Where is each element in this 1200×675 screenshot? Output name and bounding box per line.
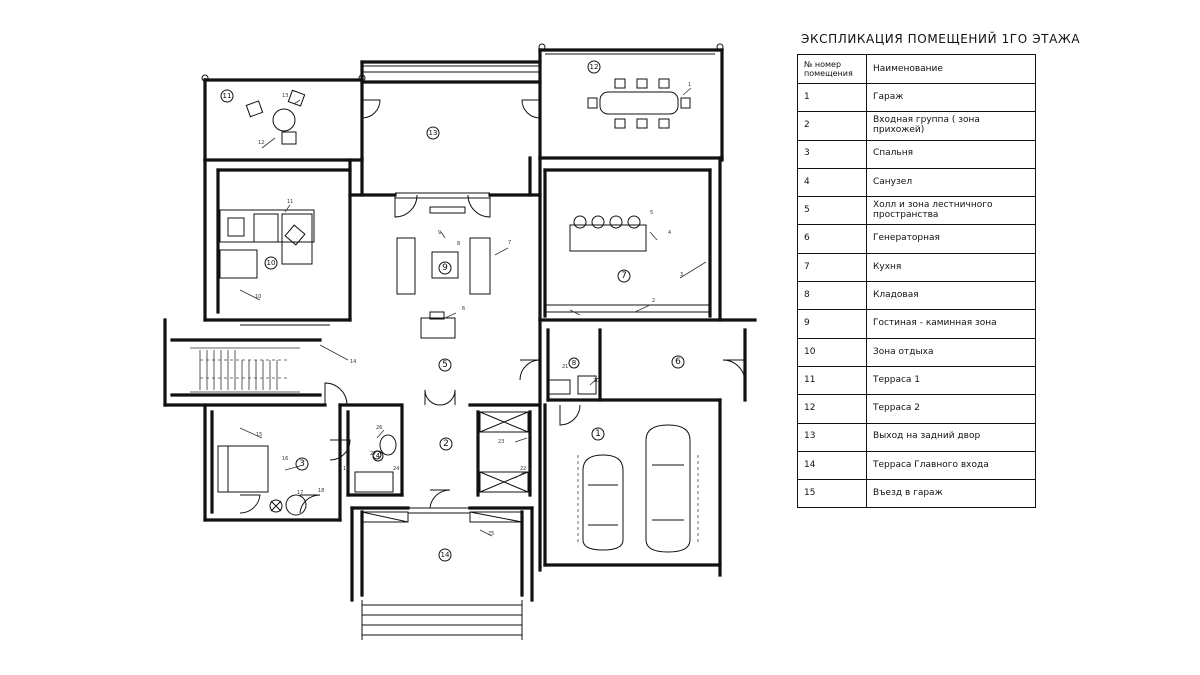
room-marker-8: 8 [572,359,576,367]
label-6: 6 [462,306,465,312]
label-25: 25 [488,531,494,537]
leader-lines: 13 12 1 11 10 9 8 7 6 5 4 3 2 14 15 16 1… [239,82,707,537]
label-11: 11 [287,199,293,205]
row-name: Терраса 2 [866,394,1036,424]
row-number: 13 [797,422,867,452]
row-number: 9 [797,309,867,339]
row-number: 5 [797,196,867,226]
room-marker-9: 9 [442,263,448,273]
row-number: 8 [797,281,867,311]
row-number: 7 [797,252,867,283]
label-22: 22 [520,466,526,472]
row-name: Санузел [866,167,1036,198]
room-marker-3: 3 [299,459,305,469]
row-name: Кладовая [866,281,1036,311]
label-4: 4 [668,230,671,236]
row-number: 6 [797,224,867,254]
row-number: 10 [797,337,867,367]
label-16: 16 [282,456,288,462]
room-marker-13: 13 [429,129,438,137]
room-marker-2: 2 [443,439,449,449]
row-name: Выход на задний двор [866,422,1036,452]
details [190,43,724,640]
header-name: Наименование [866,54,1036,84]
floor-plan: 13 12 1 11 10 9 8 7 6 5 4 3 2 14 15 16 1… [163,43,757,640]
row-number: 1 [797,82,867,113]
header-number: № номер помещения [797,54,867,84]
row-name: Кухня [866,252,1036,283]
room-marker-4: 4 [376,452,381,460]
row-name: Гостиная - каминная зона [866,309,1036,339]
label-15: 15 [256,432,262,438]
row-number: 4 [797,167,867,198]
label-26: 26 [376,425,382,431]
table-header: № номер помещения Наименование [797,54,1036,84]
label-12: 12 [258,140,264,146]
label-8: 8 [457,241,460,247]
label-5: 5 [650,210,653,216]
row-number: 11 [797,365,867,396]
row-name: Зона отдыха [866,337,1036,367]
label-14: 14 [350,359,356,365]
row-name: Холл и зона лестничного пространства [866,196,1036,226]
row-name: Терраса 1 [866,365,1036,396]
row-name: Въезд в гараж [866,479,1036,509]
room-marker-5: 5 [442,360,448,370]
doors [239,99,746,514]
room-marker-1: 1 [595,429,601,439]
room-marker-12: 12 [590,63,599,71]
label-20: 20 [593,378,599,384]
row-number: 15 [797,479,867,509]
row-name: Входная группа ( зона прихожей) [866,111,1036,141]
label-19: 19 [343,466,349,472]
label-9: 9 [438,230,441,236]
label-10: 10 [255,294,261,300]
label-7: 7 [508,240,511,246]
room-markers: 1 2 3 4 5 6 7 8 9 10 11 12 13 14 [220,60,685,562]
label-13: 13 [282,93,288,99]
furniture [217,78,699,553]
label-24: 24 [393,466,399,472]
label-23: 23 [498,439,504,445]
room-marker-6: 6 [675,357,681,367]
row-name: Гараж [866,82,1036,113]
label-1: 1 [688,82,691,88]
walls [163,48,757,602]
row-number: 3 [797,139,867,169]
label-18: 18 [318,488,324,494]
row-name: Генераторная [866,224,1036,254]
room-marker-14: 14 [441,551,450,559]
row-name: Терраса Главного входа [866,450,1036,481]
row-name: Спальня [866,139,1036,169]
legend-title: ЭКСПЛИКАЦИЯ ПОМЕЩЕНИЙ 1ГО ЭТАЖА [801,32,1081,46]
row-number: 12 [797,394,867,424]
room-marker-7: 7 [621,271,627,281]
label-21: 21 [562,364,568,370]
room-marker-11: 11 [223,92,232,100]
label-2: 2 [652,298,655,304]
label-17: 17 [297,490,303,496]
label-3: 3 [680,272,683,278]
row-number: 2 [797,111,867,141]
row-number: 14 [797,450,867,481]
room-marker-10: 10 [267,259,276,267]
